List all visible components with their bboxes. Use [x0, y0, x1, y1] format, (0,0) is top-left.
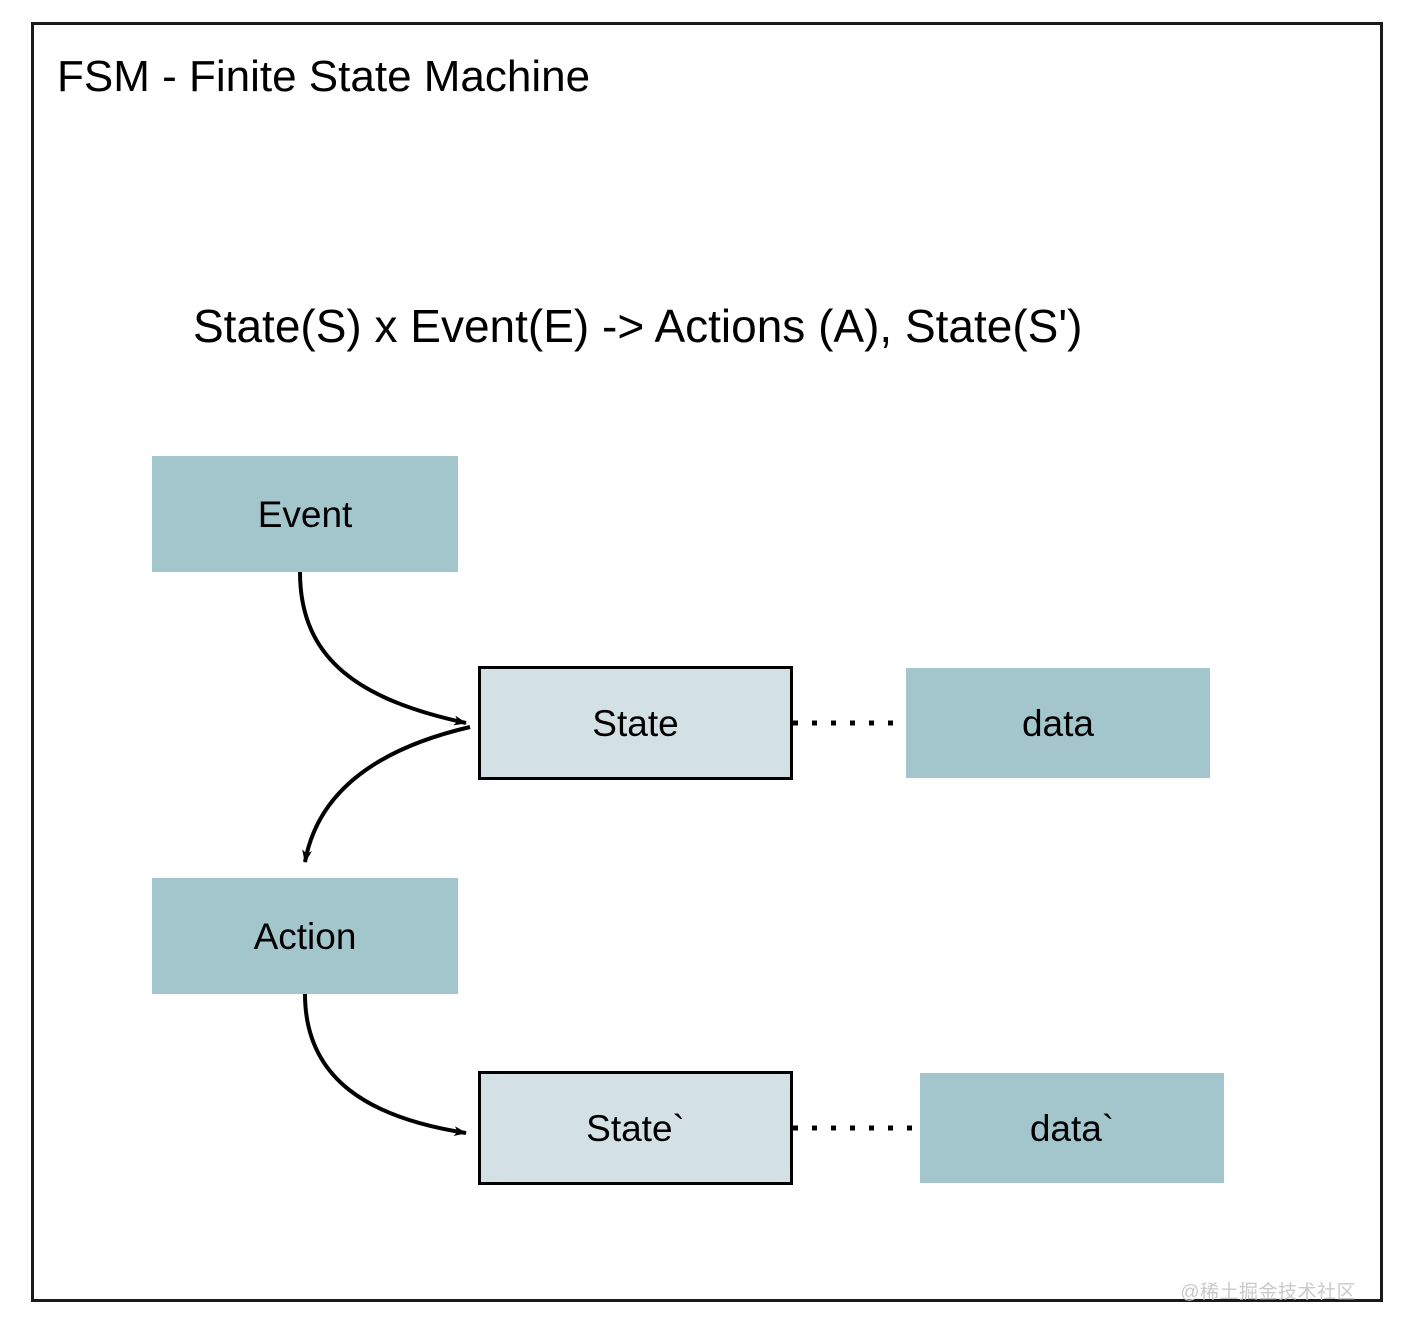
node-event-label: Event	[257, 493, 353, 535]
node-event[interactable]: Event	[152, 456, 458, 572]
node-action[interactable]: Action	[152, 878, 458, 994]
node-state-prime[interactable]: State`	[478, 1071, 793, 1185]
node-state-prime-label: State`	[586, 1107, 685, 1149]
node-data-prime[interactable]: data`	[920, 1073, 1224, 1183]
fsm-formula-text: State(S) x Event(E) -> Actions (A), Stat…	[193, 300, 1083, 352]
node-data-prime-label: data`	[1029, 1107, 1115, 1149]
page-title: FSM - Finite State Machine	[57, 52, 591, 101]
node-data-label: data	[1021, 702, 1094, 744]
node-data[interactable]: data	[906, 668, 1210, 778]
node-action-label: Action	[253, 915, 357, 957]
node-state-label: State	[592, 702, 679, 744]
node-state[interactable]: State	[478, 666, 793, 780]
watermark: @稀土掘金技术社区	[1180, 1282, 1356, 1303]
